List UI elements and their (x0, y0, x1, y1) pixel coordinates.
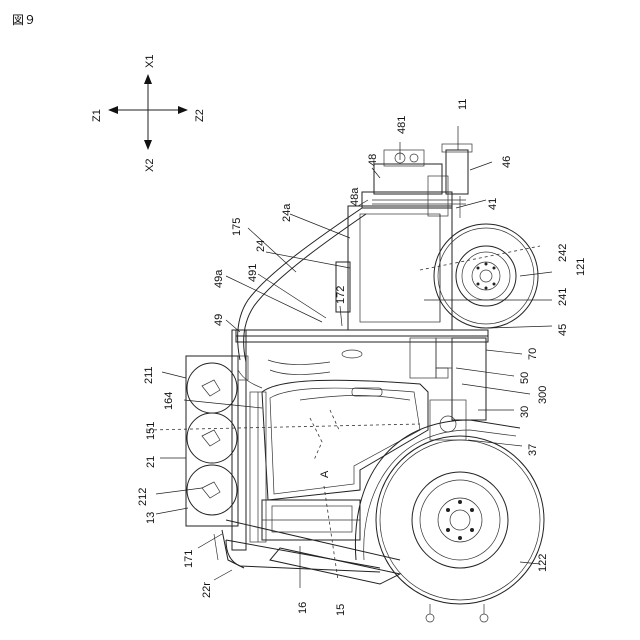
label-211: 211 (143, 366, 155, 384)
label-49: 49 (213, 314, 225, 326)
tank-164 (262, 350, 428, 500)
label-481: 481 (396, 116, 408, 134)
label-50: 50 (519, 372, 531, 384)
label-46: 46 (501, 156, 513, 168)
label-arrow-a: A (319, 470, 331, 478)
label-48: 48 (367, 154, 379, 166)
axis-z2-label: Z2 (194, 109, 206, 122)
label-212: 212 (137, 488, 149, 506)
label-122: 122 (537, 554, 549, 572)
axis-indicator: X1 X2 Z1 Z2 (91, 55, 206, 172)
label-21: 21 (145, 456, 157, 468)
label-151: 151 (145, 422, 157, 440)
lower-tire-122 (355, 420, 544, 622)
label-175: 175 (231, 218, 243, 236)
label-13: 13 (145, 512, 157, 524)
reference-numerals: 11 481 46 48 48a 41 24a 175 24 242 491 4… (137, 99, 587, 616)
panel-21 (186, 356, 248, 526)
right-block (410, 338, 486, 440)
label-16: 16 (297, 602, 309, 614)
label-242: 242 (557, 244, 569, 262)
label-24: 24 (255, 240, 267, 252)
axis-x1-label: X1 (144, 55, 156, 68)
label-11: 11 (457, 99, 469, 110)
label-491: 491 (247, 264, 259, 282)
label-70: 70 (527, 348, 539, 360)
label-24a: 24a (281, 203, 293, 222)
label-22r: 22r (201, 582, 213, 598)
label-171: 171 (183, 550, 195, 568)
label-30: 30 (519, 406, 531, 418)
label-15: 15 (335, 604, 347, 616)
label-49a: 49a (213, 269, 225, 288)
label-164: 164 (163, 392, 175, 410)
label-241: 241 (557, 288, 569, 306)
axis-x2-label: X2 (144, 159, 156, 172)
label-41: 41 (487, 198, 499, 210)
label-121: 121 (575, 258, 587, 276)
axis-z1-label: Z1 (91, 109, 103, 122)
label-48a: 48a (349, 187, 361, 206)
label-37: 37 (527, 444, 539, 456)
label-300: 300 (537, 386, 549, 404)
label-45: 45 (557, 324, 569, 336)
label-172: 172 (335, 286, 347, 304)
figure-title: 図９ (12, 13, 36, 27)
